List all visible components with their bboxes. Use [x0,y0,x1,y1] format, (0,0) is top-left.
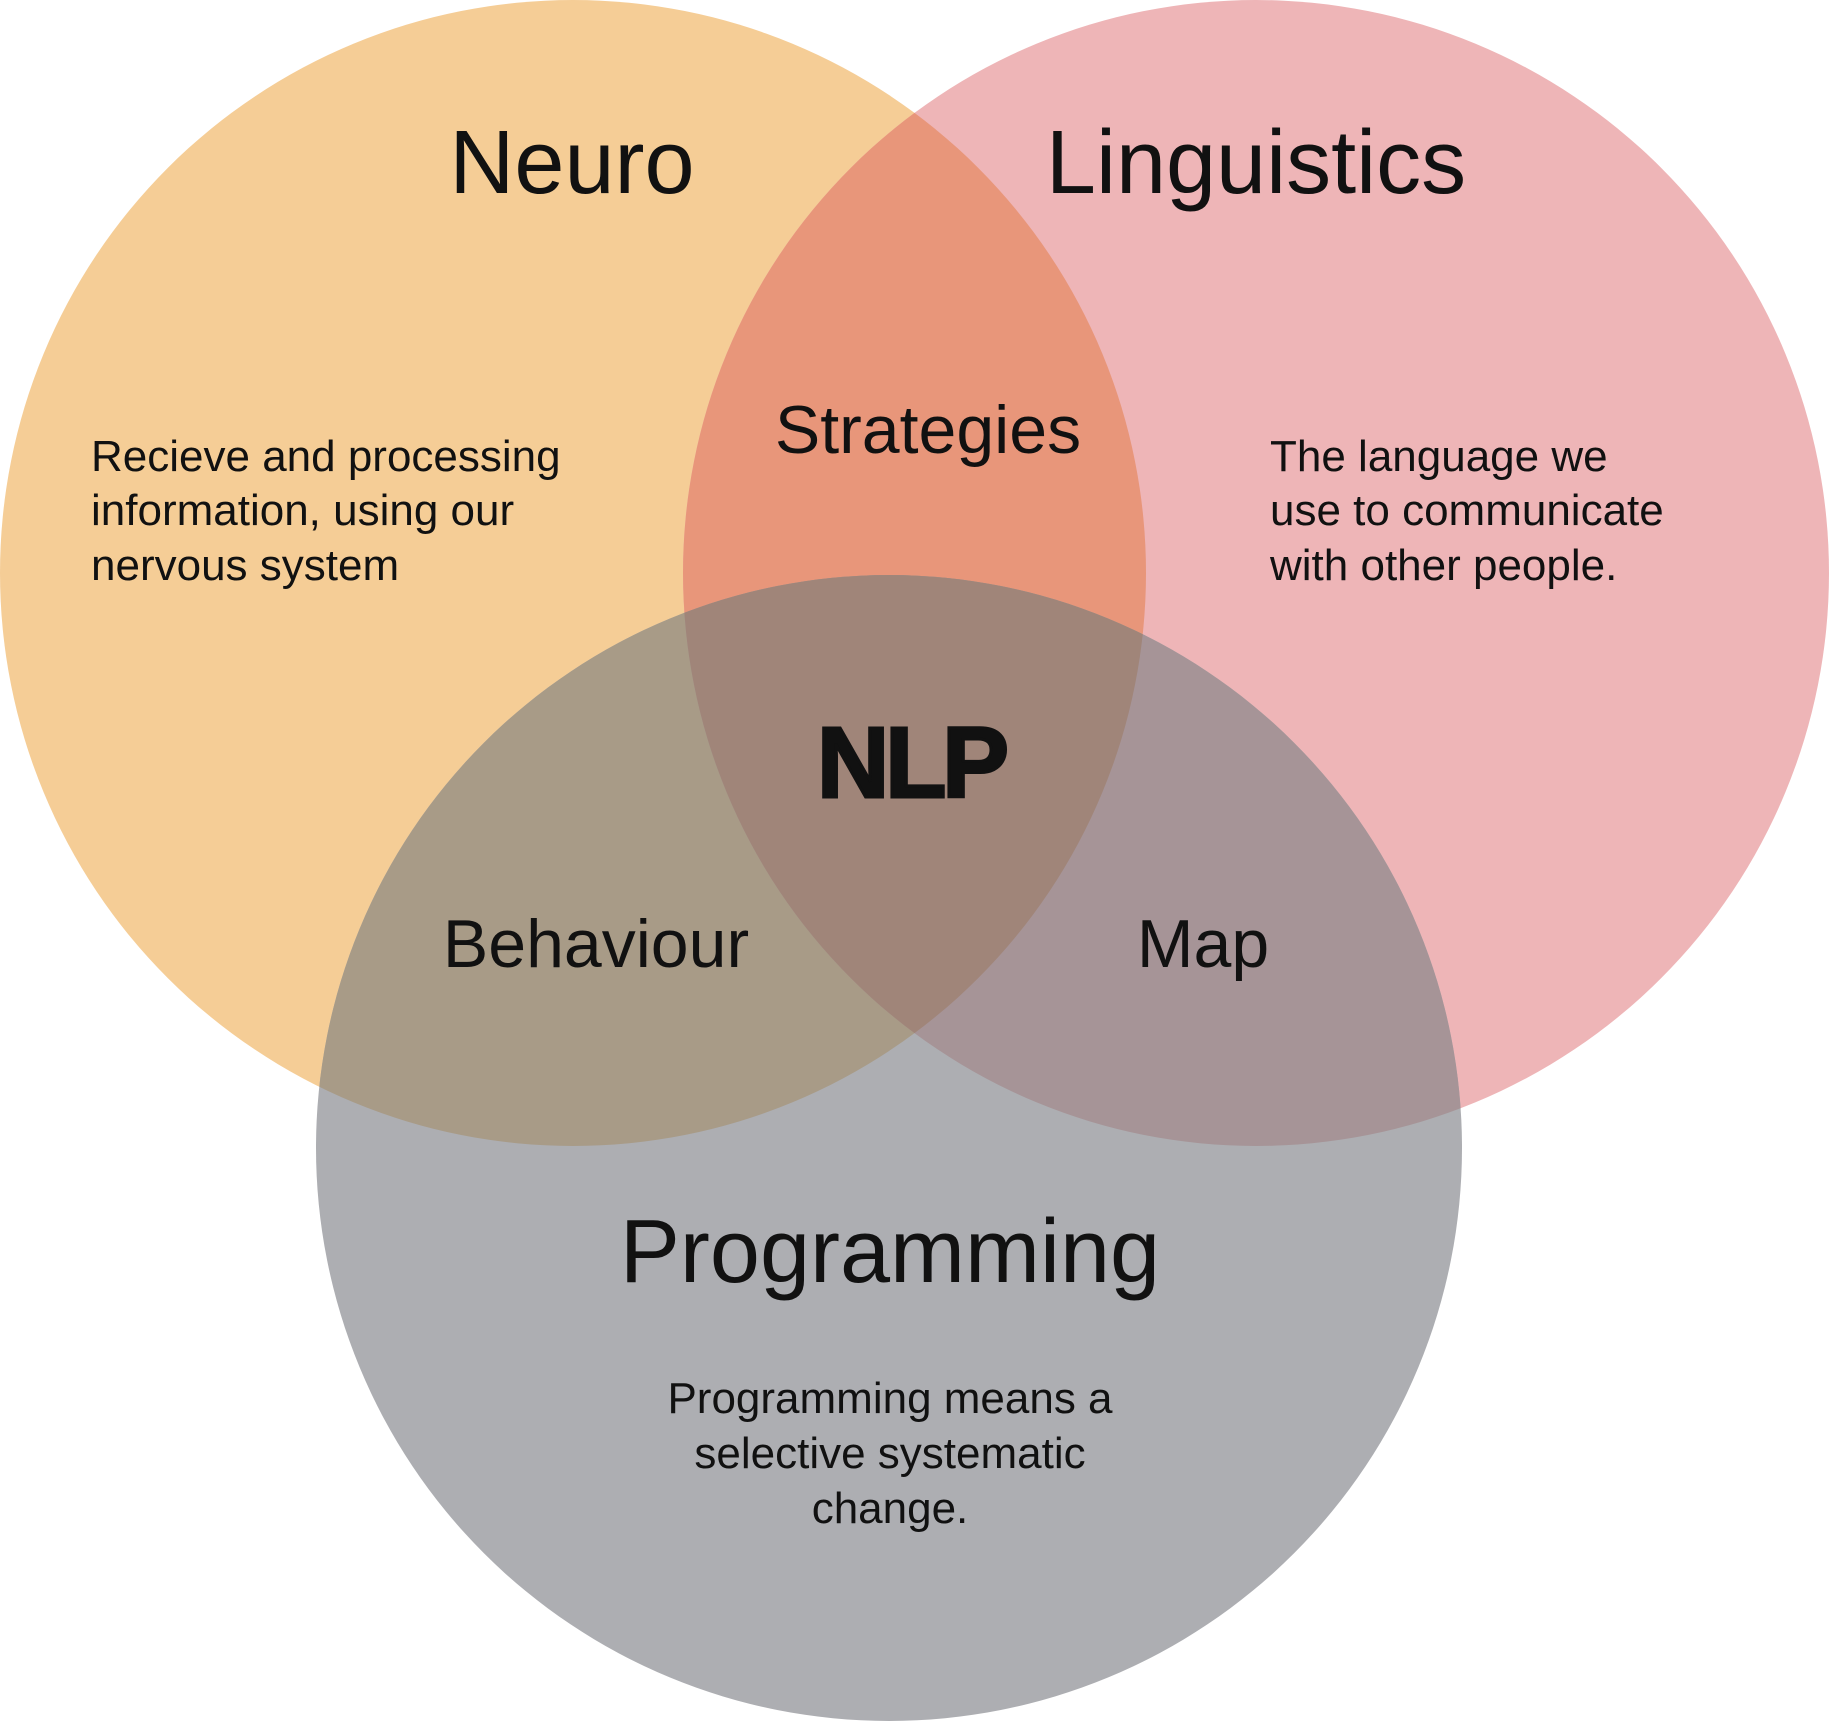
neuro-description-line: nervous system [91,541,399,590]
behaviour-label: Behaviour [443,906,749,982]
map-label: Map [1137,906,1269,982]
linguistics-description-line: The language we [1270,432,1608,481]
linguistics-programming-overlap [683,575,1462,1146]
neuro-programming-overlap [316,575,1146,1146]
programming-description-line: change. [812,1484,969,1533]
linguistics-description-line: use to communicate [1270,486,1664,535]
programming-description-line: selective systematic [694,1429,1085,1478]
neuro-description-line: Recieve and processing [91,432,561,481]
linguistics-title: Linguistics [1046,113,1466,213]
linguistics-description-line: with other people. [1269,541,1617,590]
programming-title: Programming [620,1202,1160,1302]
strategies-label: Strategies [775,392,1081,468]
neuro-description-line: information, using our [91,486,514,535]
programming-description-line: Programming means a [667,1374,1113,1423]
nlp-center-label: NLP [817,707,1006,819]
neuro-title: Neuro [449,113,694,213]
